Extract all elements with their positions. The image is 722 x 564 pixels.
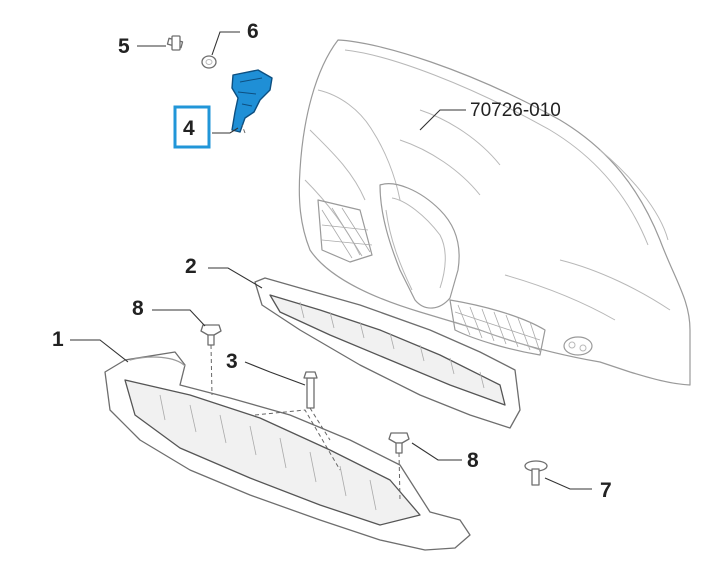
callout-1: 1: [52, 328, 64, 351]
part-8-screw-b: [388, 432, 410, 454]
part-5-bolt: [166, 35, 184, 51]
part-3-stud: [303, 371, 318, 409]
callout-7: 7: [600, 479, 612, 502]
part-4-bracket: [231, 69, 273, 133]
callout-6: 6: [247, 20, 259, 43]
leader-lines: [70, 31, 592, 490]
part-6-nut: [201, 55, 217, 69]
front-bumper-outline: [298, 39, 691, 386]
part-8-screw-a: [200, 324, 222, 346]
callout-8-b: 8: [467, 449, 479, 472]
reference-number: 70726-010: [470, 100, 561, 121]
callout-5: 5: [118, 35, 130, 58]
part-2-absorber-bar: [254, 277, 521, 429]
callouts: 5 6 4 70726-010 2 8 3 1 8 7: [52, 20, 612, 502]
callout-4: 4: [183, 117, 195, 140]
callout-3: 3: [226, 350, 238, 373]
part-7-clip: [524, 460, 548, 486]
callout-2: 2: [185, 255, 197, 278]
callout-4-highlight-box: [173, 105, 211, 149]
part-1-lower-spoiler: [104, 351, 471, 551]
callout-8-a: 8: [132, 297, 144, 320]
installation-lines: [210, 124, 401, 501]
